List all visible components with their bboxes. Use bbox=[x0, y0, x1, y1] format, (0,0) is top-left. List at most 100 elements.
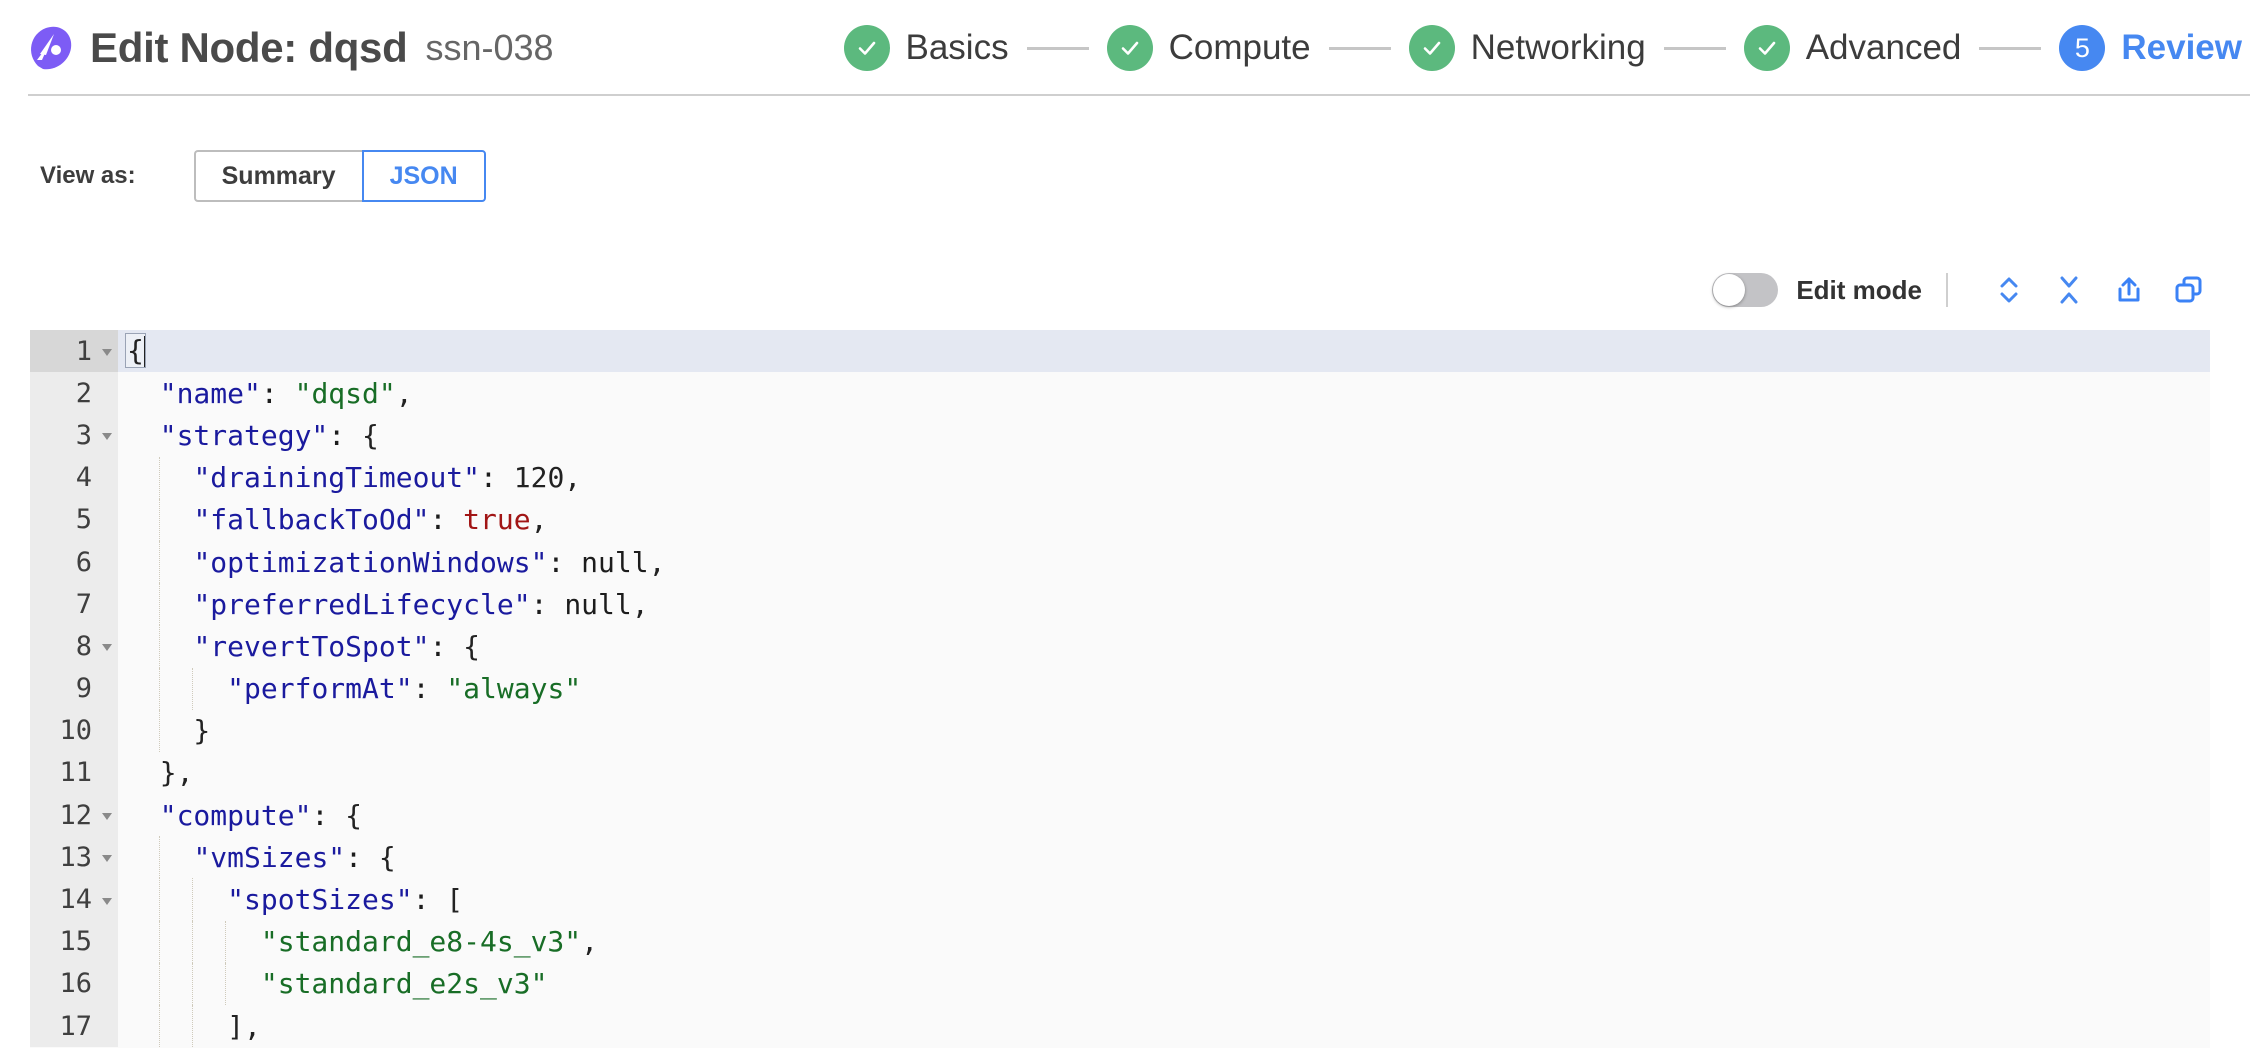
fold-column bbox=[96, 751, 118, 795]
code-text[interactable]: "drainingTimeout": 120, bbox=[118, 456, 2210, 499]
code-line[interactable]: 7 "preferredLifecycle": null, bbox=[30, 583, 2210, 626]
step-compute-label: Compute bbox=[1168, 28, 1311, 67]
code-text[interactable]: "optimizationWindows": null, bbox=[118, 540, 2210, 584]
indent-guide bbox=[192, 878, 193, 921]
header-divider bbox=[28, 94, 2250, 96]
edit-mode-toggle-knob bbox=[1713, 274, 1746, 306]
code-text[interactable]: }, bbox=[126, 756, 194, 790]
code-line[interactable]: 5 "fallbackToOd": true, bbox=[30, 498, 2210, 541]
fold-column[interactable] bbox=[96, 330, 118, 373]
line-number: 4 bbox=[30, 456, 96, 499]
line-number: 2 bbox=[30, 372, 96, 415]
code-text[interactable]: "compute": { bbox=[159, 798, 363, 832]
step-review-number: 5 bbox=[2074, 32, 2090, 63]
line-number: 1 bbox=[30, 330, 96, 373]
step-connector-3 bbox=[1663, 46, 1726, 50]
code-text[interactable]: "spotSizes": [ bbox=[118, 878, 2210, 921]
fold-column bbox=[96, 372, 118, 415]
step-networking-label: Networking bbox=[1470, 28, 1646, 67]
edit-mode-toggle[interactable] bbox=[1712, 273, 1779, 307]
code-text[interactable]: } bbox=[118, 709, 2210, 752]
code-text[interactable]: "fallbackToOd": true, bbox=[118, 498, 2210, 541]
step-advanced[interactable]: Advanced bbox=[1743, 25, 1961, 71]
indent-guide bbox=[159, 625, 160, 668]
view-as-row: View as: Summary JSON bbox=[0, 150, 486, 202]
code-line[interactable]: 8 "revertToSpot": { bbox=[30, 625, 2210, 668]
fold-column[interactable] bbox=[96, 414, 118, 457]
fold-column[interactable] bbox=[96, 836, 118, 879]
code-line[interactable]: 16 "standard_e2s_v3" bbox=[30, 962, 2210, 1005]
toolbar-divider bbox=[1946, 273, 1948, 307]
code-text[interactable]: "preferredLifecycle": null, bbox=[118, 583, 2210, 626]
code-text[interactable]: "vmSizes": { bbox=[118, 836, 2210, 879]
fold-column bbox=[96, 583, 118, 626]
indent-guide bbox=[159, 667, 160, 710]
expand-all-icon[interactable] bbox=[1986, 268, 2032, 312]
json-editor[interactable]: 1{2 "name": "dqsd",3 "strategy": {4 "dra… bbox=[30, 330, 2210, 1048]
code-text[interactable]: "standard_e8-4s_v3", bbox=[118, 920, 2210, 963]
code-text[interactable]: "performAt": "always" bbox=[118, 667, 2210, 710]
code-line[interactable]: 10 } bbox=[30, 709, 2210, 752]
fold-column bbox=[96, 709, 118, 752]
step-connector-4 bbox=[1979, 46, 2042, 50]
code-line[interactable]: 14 "spotSizes": [ bbox=[30, 878, 2210, 921]
line-number: 5 bbox=[30, 498, 96, 541]
step-basics-label: Basics bbox=[905, 28, 1009, 67]
fold-column bbox=[96, 920, 118, 963]
fold-column[interactable] bbox=[96, 878, 118, 921]
indent-guide bbox=[225, 962, 226, 1005]
code-line[interactable]: 12 "compute": { bbox=[30, 794, 2210, 837]
code-line-list: 1{2 "name": "dqsd",3 "strategy": {4 "dra… bbox=[30, 330, 2210, 1048]
indent-guide bbox=[159, 1005, 160, 1048]
fold-column bbox=[96, 667, 118, 710]
indent-guide bbox=[192, 667, 193, 710]
step-networking[interactable]: Networking bbox=[1408, 25, 1646, 71]
share-icon[interactable] bbox=[2106, 268, 2152, 312]
code-line[interactable]: 6 "optimizationWindows": null, bbox=[30, 540, 2210, 584]
code-text[interactable]: ], bbox=[118, 1005, 2210, 1048]
indent-guide bbox=[159, 709, 160, 752]
code-line[interactable]: 3 "strategy": { bbox=[30, 414, 2210, 457]
indent-guide bbox=[159, 920, 160, 963]
fold-column[interactable] bbox=[96, 625, 118, 668]
code-line[interactable]: 11 }, bbox=[30, 751, 2210, 795]
code-text[interactable]: "standard_e2s_v3" bbox=[118, 962, 2210, 1005]
code-line[interactable]: 9 "performAt": "always" bbox=[30, 667, 2210, 710]
line-number: 9 bbox=[30, 667, 96, 710]
line-number: 7 bbox=[30, 583, 96, 626]
indent-guide bbox=[159, 962, 160, 1005]
indent-guide bbox=[159, 456, 160, 499]
view-as-summary-button[interactable]: Summary bbox=[193, 150, 362, 202]
line-number: 13 bbox=[30, 836, 96, 879]
line-number: 15 bbox=[30, 920, 96, 963]
step-basics[interactable]: Basics bbox=[843, 25, 1009, 71]
spot-rocket-logo-icon bbox=[24, 22, 74, 72]
line-number: 16 bbox=[30, 962, 96, 1005]
view-as-json-button[interactable]: JSON bbox=[361, 150, 486, 202]
step-advanced-check-icon bbox=[1743, 25, 1790, 71]
step-compute[interactable]: Compute bbox=[1106, 25, 1311, 71]
code-text[interactable]: "revertToSpot": { bbox=[118, 625, 2210, 668]
step-compute-check-icon bbox=[1106, 25, 1153, 71]
page-title: Edit Node: dqsd bbox=[90, 24, 408, 71]
wizard-stepper: Basics Compute Networking Advanced bbox=[843, 0, 2242, 96]
code-line[interactable]: 13 "vmSizes": { bbox=[30, 836, 2210, 879]
code-text[interactable]: { bbox=[118, 330, 2210, 373]
view-as-segmented-control: Summary JSON bbox=[193, 150, 486, 202]
code-line[interactable]: 4 "drainingTimeout": 120, bbox=[30, 456, 2210, 499]
line-number: 8 bbox=[30, 625, 96, 668]
fold-column[interactable] bbox=[96, 794, 118, 837]
code-line[interactable]: 15 "standard_e8-4s_v3", bbox=[30, 920, 2210, 963]
indent-guide bbox=[192, 962, 193, 1005]
code-line[interactable]: 2 "name": "dqsd", bbox=[30, 372, 2210, 415]
code-line[interactable]: 17 ], bbox=[30, 1005, 2210, 1048]
collapse-all-icon[interactable] bbox=[2046, 268, 2092, 312]
indent-guide bbox=[159, 878, 160, 921]
code-line[interactable]: 1{ bbox=[30, 330, 2210, 373]
page-subtitle: ssn-038 bbox=[425, 27, 554, 68]
code-text[interactable]: "name": "dqsd", bbox=[159, 376, 413, 410]
step-review[interactable]: 5 Review bbox=[2059, 25, 2242, 71]
code-text[interactable]: "strategy": { bbox=[159, 418, 379, 452]
indent-guide bbox=[159, 498, 160, 541]
copy-icon[interactable] bbox=[2166, 268, 2212, 312]
